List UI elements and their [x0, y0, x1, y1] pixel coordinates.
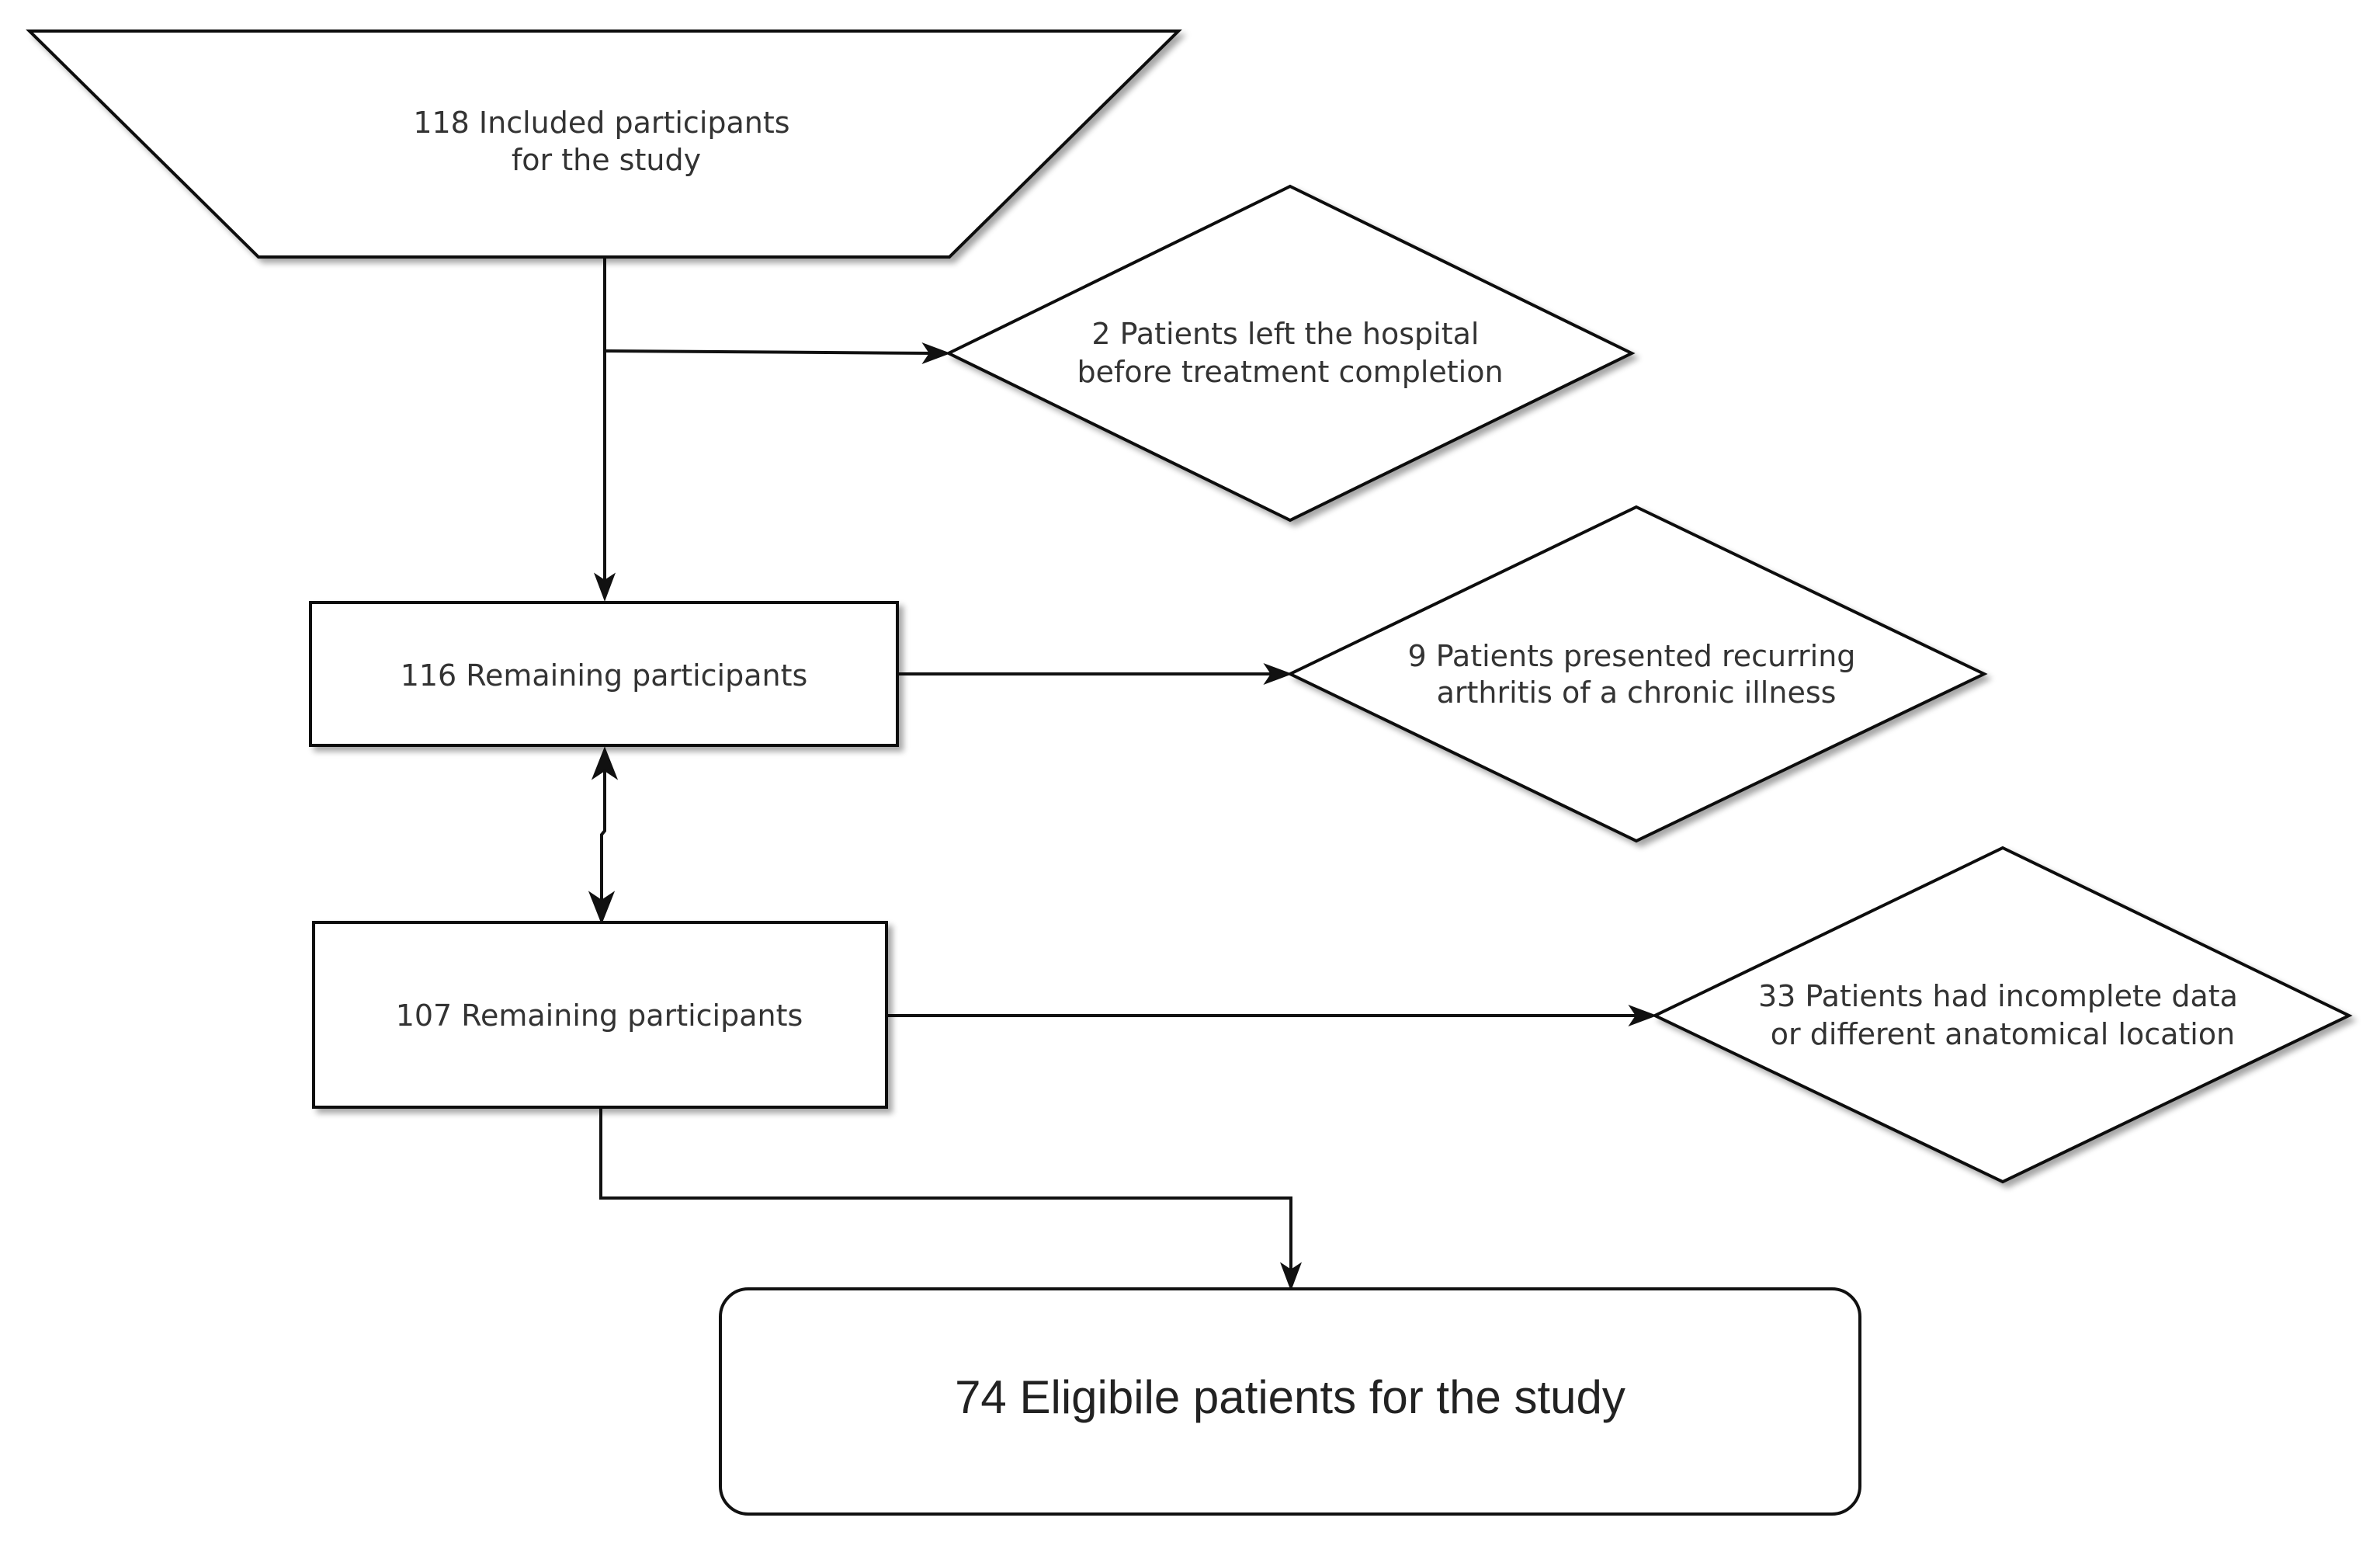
node-remaining-107-label: 107 Remaining participants [396, 998, 803, 1033]
node-final-label: 74 Eligibile patients for the study [955, 1371, 1625, 1423]
arrowhead-into-exclusion-3 [1628, 1004, 1657, 1027]
trapezoid-shape [26, 30, 1182, 259]
diamond-shape [1651, 846, 2353, 1184]
process-box [312, 921, 888, 1109]
node-final: 74 Eligibile patients for the study [719, 1287, 1861, 1516]
diamond-shape [945, 184, 1636, 523]
arrowhead-into-final [1279, 1262, 1303, 1291]
diamond-shape [1286, 505, 1988, 843]
node-remaining-116: 116 Remaining participants [309, 601, 899, 747]
edge-107-to-final [599, 1107, 1292, 1276]
node-exclusion-1: 2 Patients left the hospital before trea… [945, 184, 1636, 523]
process-box [309, 601, 899, 747]
arrowhead-into-107 [588, 891, 616, 925]
arrowhead-into-exclusion-1 [921, 342, 951, 365]
node-exclusion-3-label: 33 Patients had incomplete data or diffe… [1758, 979, 2247, 1051]
arrowhead-into-exclusion-2 [1263, 662, 1292, 686]
edge-116-to-107 [600, 761, 606, 908]
arrowhead-into-116 [593, 572, 616, 602]
node-remaining-107: 107 Remaining participants [312, 921, 888, 1109]
node-exclusion-2-label: 9 Patients presented recurring arthritis… [1407, 639, 1865, 710]
edge-to-exclusion-1 [604, 349, 936, 355]
node-start-label: 118 Included participants for the study [413, 106, 799, 177]
node-remaining-116-label: 116 Remaining participants [401, 658, 808, 693]
node-start: 118 Included participants for the study [26, 30, 1182, 259]
arrowhead-into-116-bottom [591, 746, 619, 780]
node-exclusion-2: 9 Patients presented recurring arthritis… [1286, 505, 1988, 843]
node-exclusion-1-label: 2 Patients left the hospital before trea… [1077, 317, 1503, 389]
edges [588, 257, 1657, 1291]
terminal-box [719, 1287, 1861, 1516]
node-exclusion-3: 33 Patients had incomplete data or diffe… [1651, 846, 2353, 1184]
